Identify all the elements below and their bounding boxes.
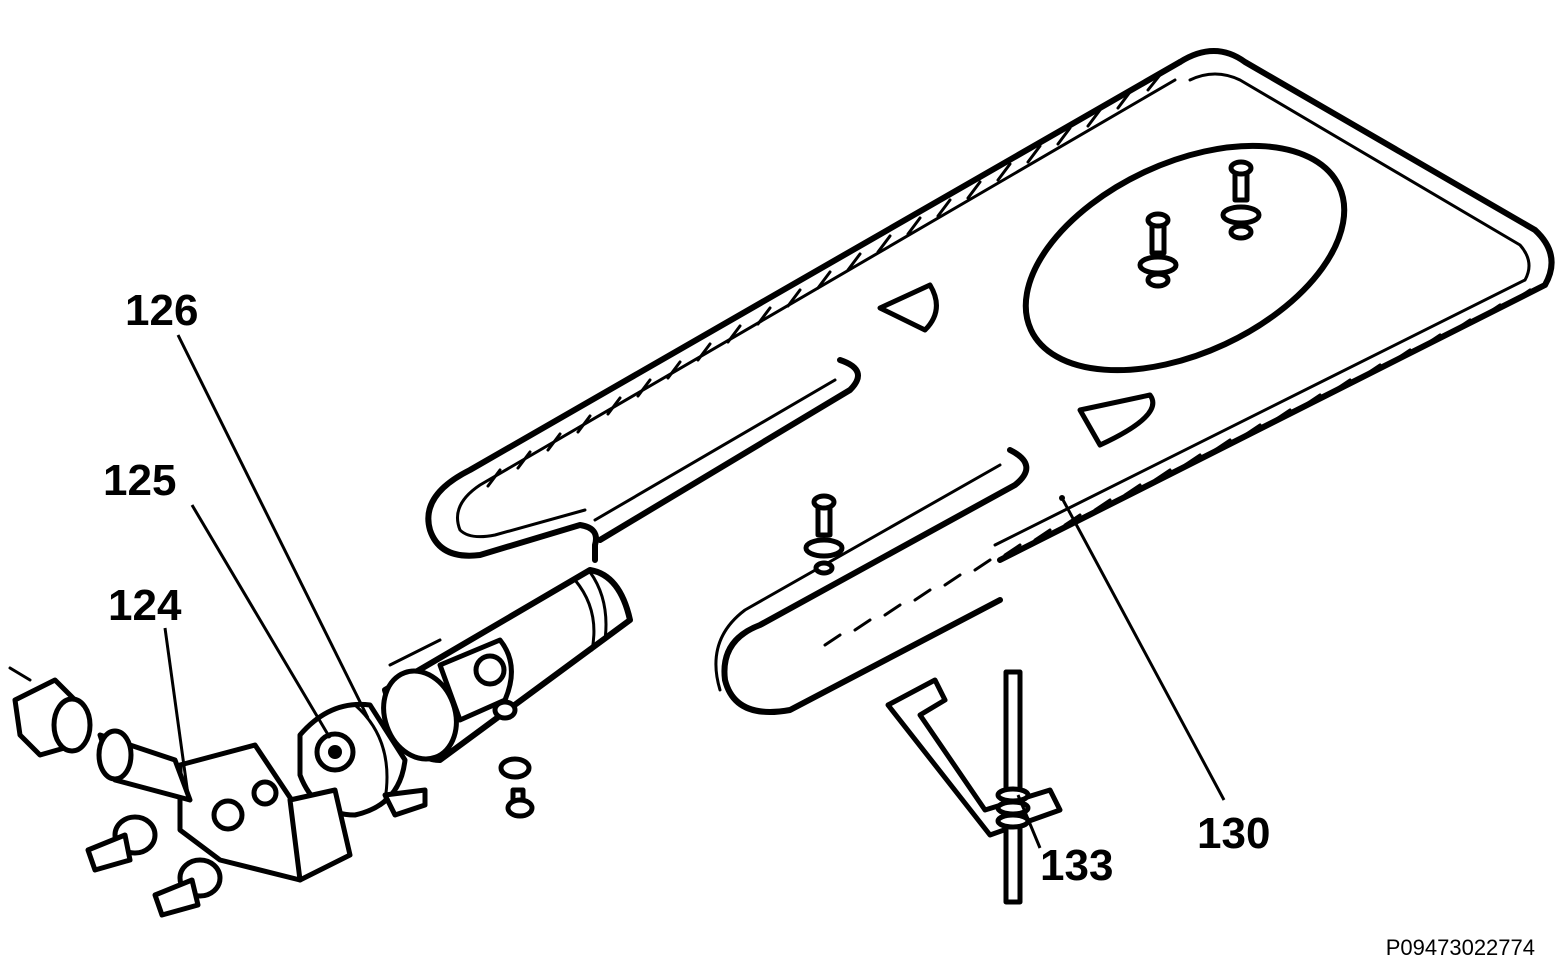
callout-126: 126 — [125, 286, 198, 335]
callout-124: 124 — [108, 581, 182, 630]
leader-124 — [163, 627, 190, 796]
burner-tube — [381, 567, 633, 763]
tray-screw — [1137, 211, 1179, 289]
leader-126 — [176, 334, 370, 719]
leader-133 — [1016, 794, 1042, 849]
tube-screw — [492, 699, 535, 819]
gas-valve-124 — [8, 666, 353, 883]
callout-125: 125 — [103, 456, 176, 505]
burner-tray-130 — [425, 48, 1555, 715]
tray-screw — [1220, 159, 1262, 241]
leader-125 — [190, 504, 332, 739]
leader-130 — [1060, 497, 1226, 801]
thermocouple-133 — [885, 669, 1063, 905]
mounting-bolt — [85, 814, 158, 873]
drawing-reference-number: P09473022774 — [1386, 935, 1535, 960]
tray-screw — [803, 493, 845, 576]
mounting-bolt — [152, 857, 223, 918]
callout-130: 130 — [1197, 809, 1270, 858]
callout-133: 133 — [1040, 841, 1113, 890]
